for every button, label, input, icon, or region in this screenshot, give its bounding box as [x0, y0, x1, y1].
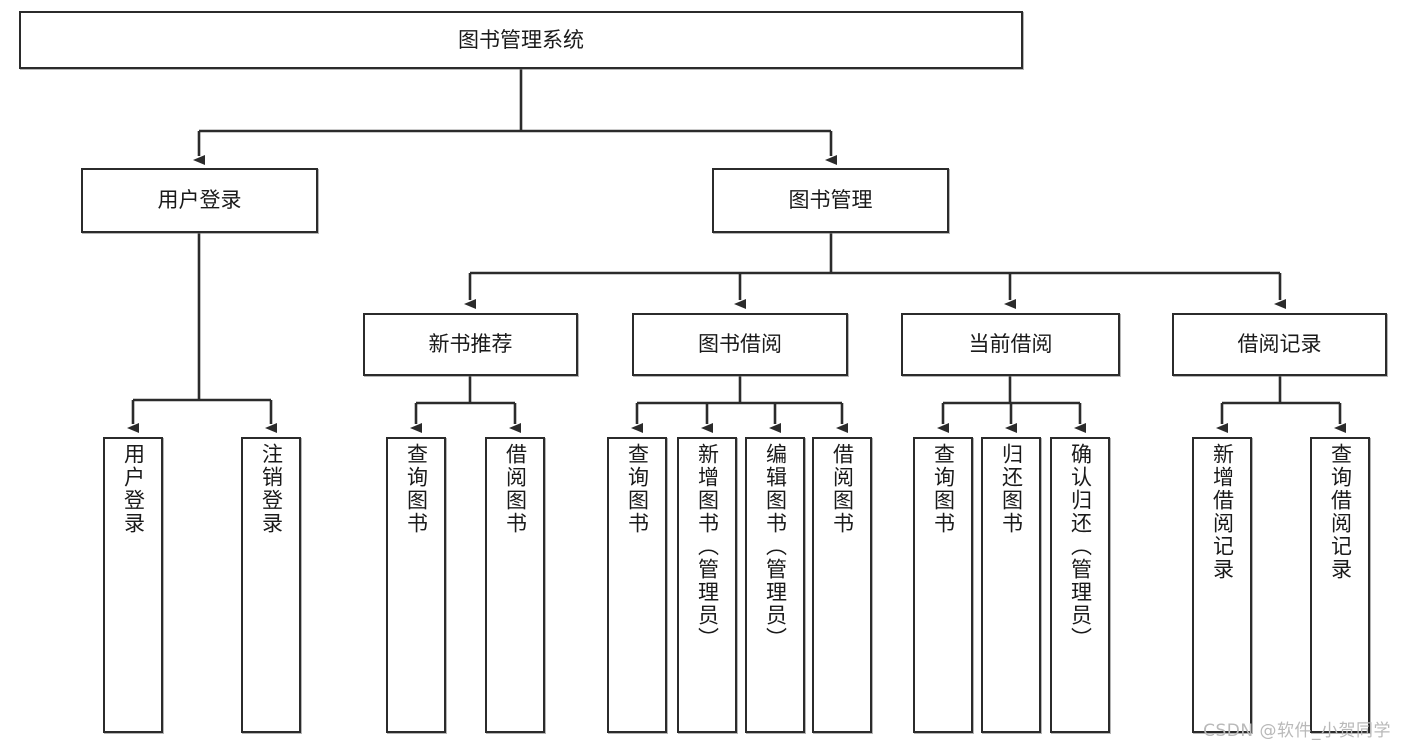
node-root[interactable]: 图书管理系统	[19, 11, 1023, 69]
leaf-label: 查询图书	[931, 443, 956, 535]
leaf-label: 新增借阅记录	[1210, 443, 1235, 581]
leaf-label: 查询图书	[625, 443, 650, 535]
leaf-label: 编辑图书（管理员）	[763, 443, 788, 650]
node-borrow-record[interactable]: 借阅记录	[1172, 313, 1387, 376]
node-current-borrow-label: 当前借阅	[968, 332, 1053, 357]
node-user-login[interactable]: 用户登录	[81, 168, 318, 233]
leaf-label: 查询图书	[404, 443, 429, 535]
leaf-label: 借阅图书	[830, 443, 855, 535]
node-user-login-label: 用户登录	[157, 188, 242, 213]
watermark: CSDN @软件_小贺同学	[1203, 721, 1391, 741]
leaf-book-borrow-add[interactable]: 新增图书（管理员）	[677, 437, 737, 733]
leaf-borrow-record-add[interactable]: 新增借阅记录	[1192, 437, 1252, 733]
leaf-current-borrow-confirm-return[interactable]: 确认归还（管理员）	[1050, 437, 1110, 733]
leaf-label: 归还图书	[999, 443, 1024, 535]
node-book-management-label: 图书管理	[788, 188, 873, 213]
node-borrow-record-label: 借阅记录	[1237, 332, 1322, 357]
leaf-current-borrow-query[interactable]: 查询图书	[913, 437, 973, 733]
node-book-borrow[interactable]: 图书借阅	[632, 313, 848, 376]
leaf-label: 查询借阅记录	[1328, 443, 1353, 581]
leaf-user-login-login[interactable]: 用户登录	[103, 437, 163, 733]
leaf-book-borrow-query[interactable]: 查询图书	[607, 437, 667, 733]
leaf-label: 用户登录	[121, 443, 146, 535]
leaf-borrow-record-query[interactable]: 查询借阅记录	[1310, 437, 1370, 733]
node-book-borrow-label: 图书借阅	[698, 332, 782, 357]
leaf-label: 注销登录	[259, 443, 284, 535]
leaf-label: 新增图书（管理员）	[695, 443, 720, 650]
leaf-current-borrow-return[interactable]: 归还图书	[981, 437, 1041, 733]
node-root-label: 图书管理系统	[458, 27, 584, 52]
leaf-user-login-logout[interactable]: 注销登录	[241, 437, 301, 733]
leaf-new-book-borrow[interactable]: 借阅图书	[485, 437, 545, 733]
node-new-book-recommend[interactable]: 新书推荐	[363, 313, 578, 376]
leaf-label: 确认归还（管理员）	[1068, 443, 1093, 650]
leaf-book-borrow-edit[interactable]: 编辑图书（管理员）	[745, 437, 805, 733]
node-current-borrow[interactable]: 当前借阅	[901, 313, 1120, 376]
node-new-book-recommend-label: 新书推荐	[428, 332, 513, 357]
leaf-new-book-query[interactable]: 查询图书	[386, 437, 446, 733]
leaf-book-borrow-borrow[interactable]: 借阅图书	[812, 437, 872, 733]
node-book-management[interactable]: 图书管理	[712, 168, 949, 233]
leaf-label: 借阅图书	[503, 443, 528, 535]
